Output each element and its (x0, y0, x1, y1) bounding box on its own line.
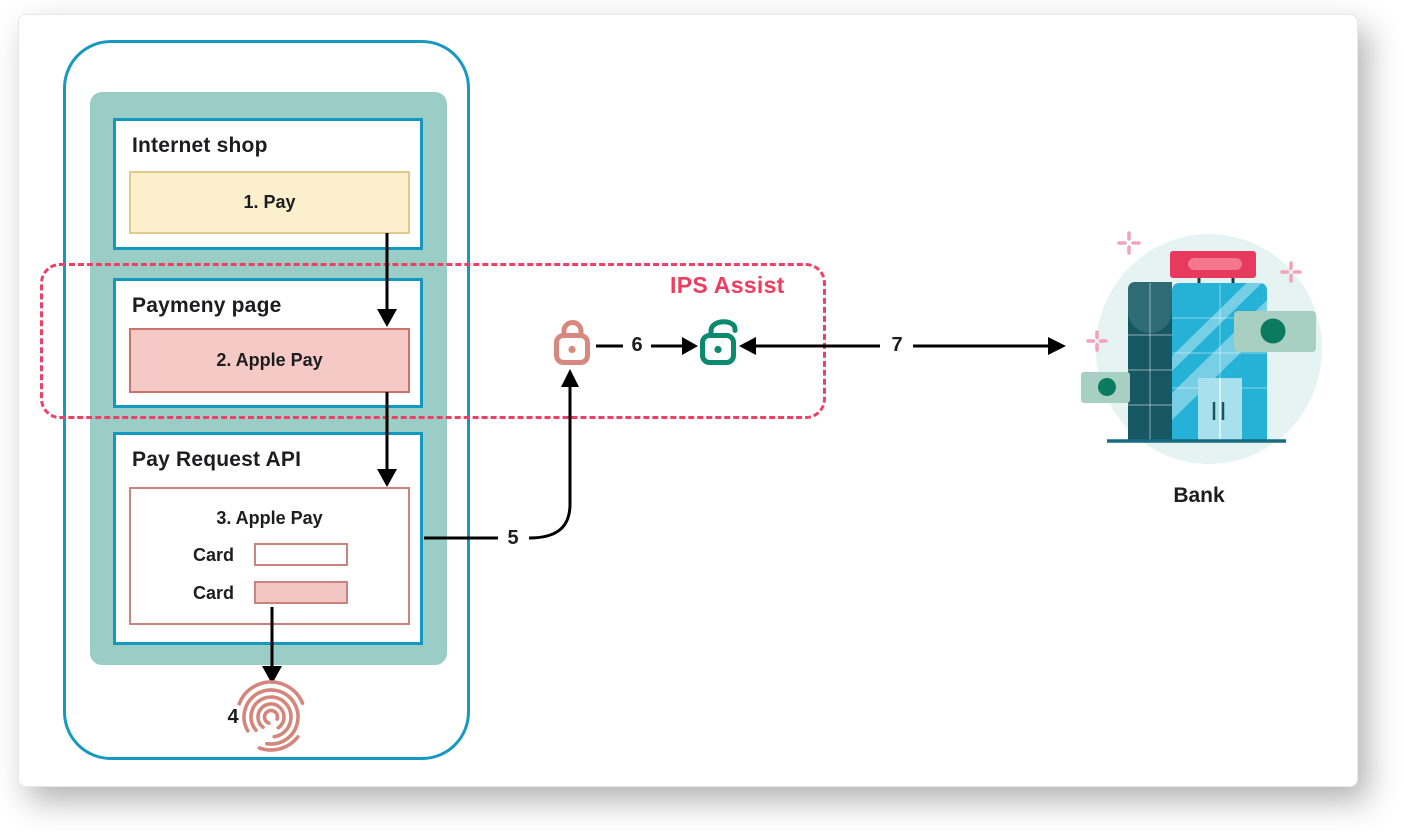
ips-assist-label: IPS Assist (670, 272, 785, 298)
step-number-6: 6 (631, 334, 643, 356)
apple-pay-button[interactable]: 2. Apple Pay (129, 328, 410, 393)
internet-shop-box: Internet shop 1. Pay (113, 118, 423, 250)
card-row-label: Card (193, 583, 235, 603)
pay-request-api-box: Pay Request API 3. Apple Pay Card Card (113, 432, 423, 645)
apple-pay-sheet: 3. Apple Pay Card Card (129, 487, 410, 625)
step-number-5: 5 (507, 527, 519, 549)
bank-label: Bank (1173, 484, 1225, 507)
pay-request-api-title: Pay Request API (132, 448, 302, 471)
pay-button[interactable]: 1. Pay (129, 171, 410, 234)
payment-page-title: Paymeny page (132, 294, 282, 317)
card-input-empty[interactable] (254, 543, 348, 566)
payment-page-box: Paymeny page 2. Apple Pay (113, 278, 423, 408)
step-number-4: 4 (227, 706, 239, 728)
card-input-filled[interactable] (254, 581, 348, 604)
step-number-7: 7 (891, 334, 903, 356)
ips-assist-zone (40, 263, 826, 419)
card-row-label: Card (193, 545, 235, 565)
apple-pay-sheet-title: 3. Apple Pay (216, 508, 323, 528)
internet-shop-title: Internet shop (132, 134, 268, 157)
